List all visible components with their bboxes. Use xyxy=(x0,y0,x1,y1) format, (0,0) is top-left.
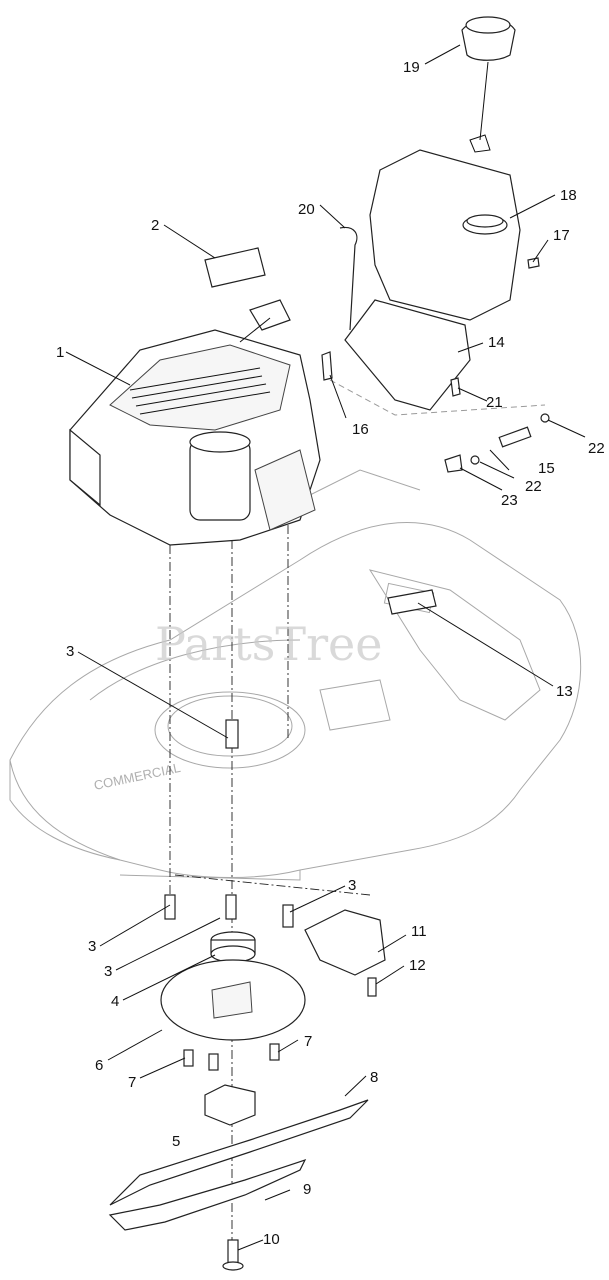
callout-20: 20 xyxy=(298,201,315,218)
callout-3-middle: 3 xyxy=(104,963,112,980)
baffle xyxy=(304,909,386,997)
blade-plate xyxy=(160,959,306,1041)
fuel-line xyxy=(321,257,550,473)
callout-1: 1 xyxy=(56,344,64,361)
callout-3-left: 3 xyxy=(88,938,96,955)
callout-16: 16 xyxy=(352,421,369,438)
engine xyxy=(69,299,321,546)
callout-15: 15 xyxy=(538,460,555,477)
blade-bolt xyxy=(222,1239,244,1271)
fuel-tank xyxy=(339,149,521,331)
callout-23: 23 xyxy=(501,492,518,509)
callout-13: 13 xyxy=(556,683,573,700)
callout-22-upper: 22 xyxy=(588,440,605,457)
blade-upper xyxy=(109,1099,369,1206)
blade-adapter xyxy=(210,931,256,963)
callout-4: 4 xyxy=(111,993,119,1010)
callout-3-right: 3 xyxy=(348,877,356,894)
callout-8: 8 xyxy=(370,1069,378,1086)
callout-7-right: 7 xyxy=(304,1033,312,1050)
leader-lines xyxy=(65,44,586,1251)
callout-9: 9 xyxy=(303,1181,311,1198)
callout-6: 6 xyxy=(95,1057,103,1074)
engine-bolts xyxy=(164,719,294,928)
callout-22-lower: 22 xyxy=(525,478,542,495)
fuel-cap xyxy=(461,16,516,153)
deck-decal xyxy=(387,589,437,615)
plate-bolts xyxy=(183,1043,280,1071)
callout-19: 19 xyxy=(403,59,420,76)
watermark: PartsTree xyxy=(155,617,383,671)
engine-decal xyxy=(204,247,266,288)
callout-labels: 1 2 3 3 3 3 4 6 7 7 8 5 9 10 11 12 13 14… xyxy=(56,59,605,1248)
mower-deck: COMMERCIAL xyxy=(9,469,582,881)
callout-5: 5 xyxy=(172,1133,180,1150)
callout-11: 11 xyxy=(411,923,427,940)
callout-18: 18 xyxy=(560,187,577,204)
callout-12: 12 xyxy=(409,957,426,974)
callout-2: 2 xyxy=(151,217,159,234)
callout-7-left: 7 xyxy=(128,1074,136,1091)
callout-17: 17 xyxy=(553,227,570,244)
blade-lower xyxy=(108,1158,307,1231)
callout-21: 21 xyxy=(486,394,503,411)
tank-bracket xyxy=(344,299,471,411)
callout-10: 10 xyxy=(263,1231,280,1248)
callout-3-upper: 3 xyxy=(66,643,74,660)
deck-brand-text: COMMERCIAL xyxy=(93,760,182,793)
centerlines xyxy=(169,525,371,1250)
spacer xyxy=(204,1084,256,1126)
callout-14: 14 xyxy=(488,334,505,351)
